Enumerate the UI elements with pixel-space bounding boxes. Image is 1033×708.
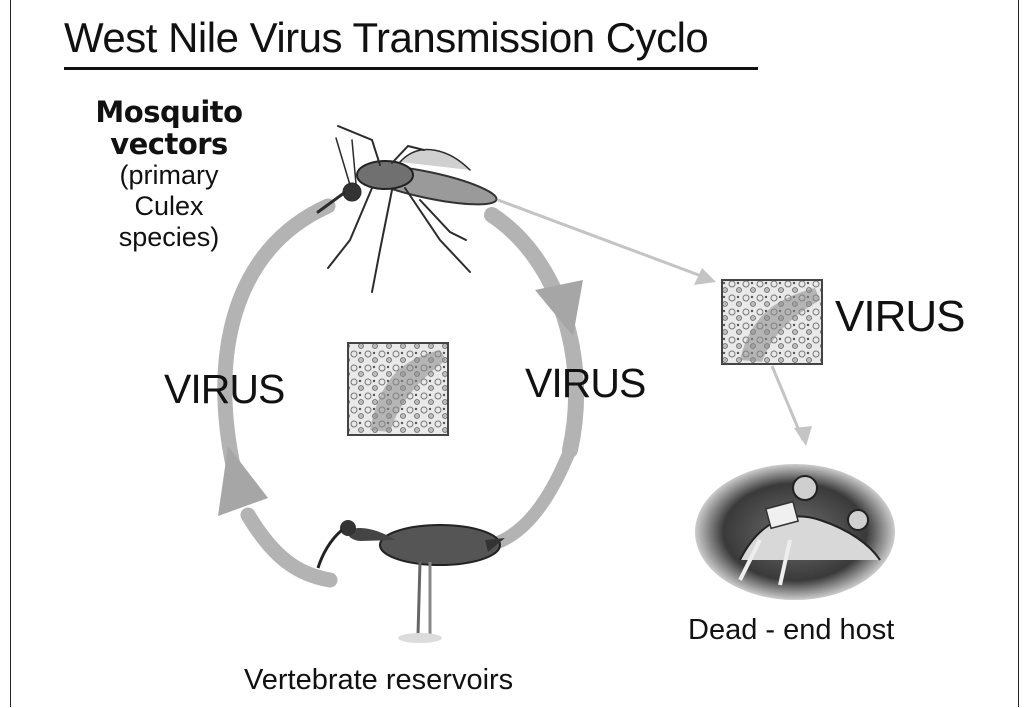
virus-label-right: VIRUS xyxy=(525,360,645,407)
bird-icon xyxy=(318,520,505,643)
virus-micrograph-icon xyxy=(722,280,822,364)
mosquito-icon xyxy=(318,126,499,292)
arrowhead-to-virus-box xyxy=(694,268,716,285)
cycle-arc-left xyxy=(225,206,328,470)
arrowhead-to-human xyxy=(794,426,812,446)
cycle-arc-bottom-right xyxy=(494,455,568,544)
virus-label-left: VIRUS xyxy=(164,366,284,413)
virus-micrograph-icon xyxy=(348,343,448,435)
dead-end-host-label: Dead - end host xyxy=(688,614,894,647)
cycle-arc-right xyxy=(492,215,576,450)
arrowhead-down-right xyxy=(535,280,583,336)
human-host-icon xyxy=(695,464,895,600)
cycle-arc-bottom-left xyxy=(248,515,330,580)
vertebrate-reservoirs-label: Vertebrate reservoirs xyxy=(244,664,513,697)
virus-label-far-right: VIRUS xyxy=(835,292,964,342)
